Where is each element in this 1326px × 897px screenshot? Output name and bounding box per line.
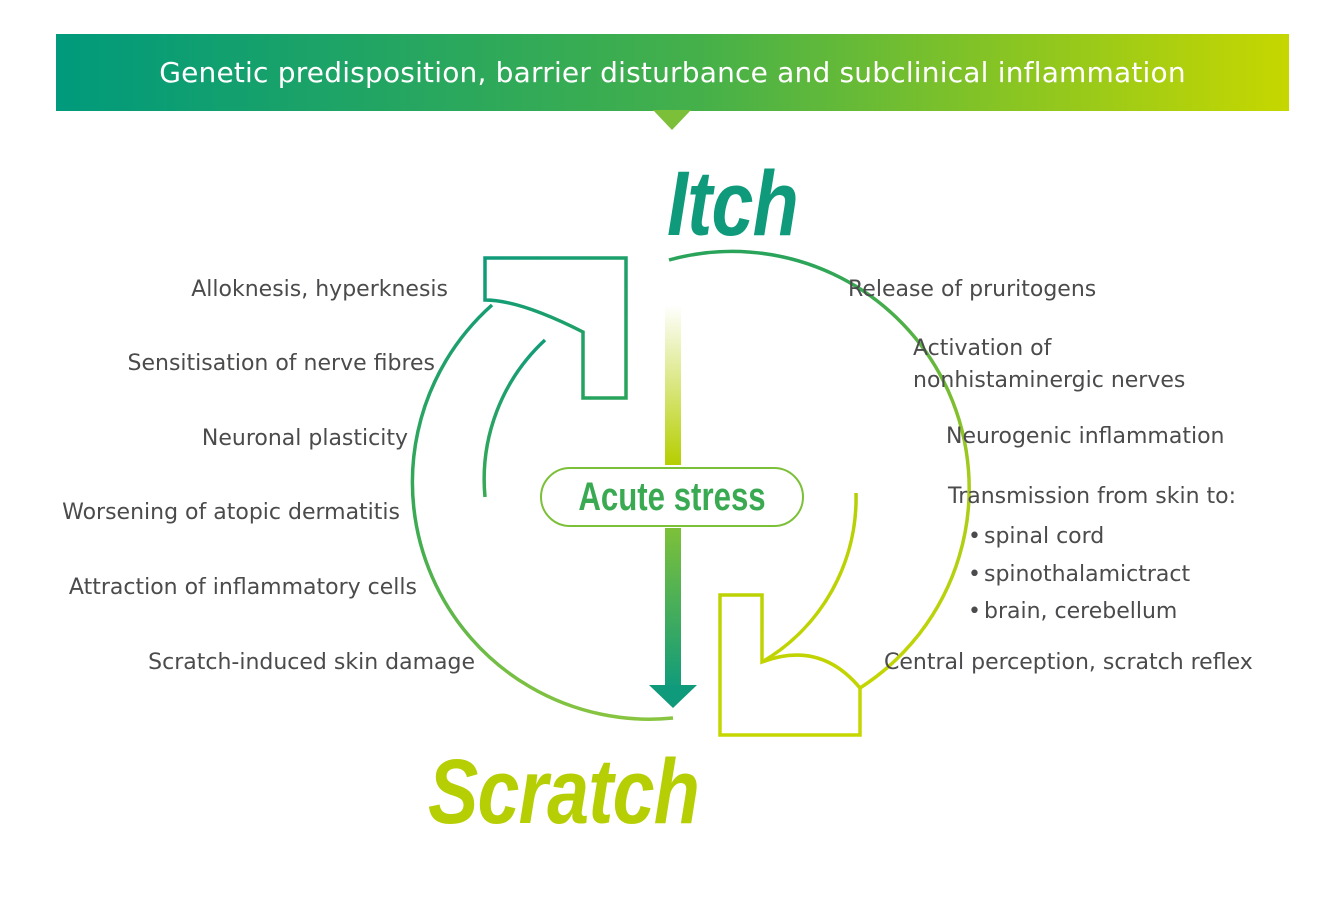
- right-label-pruritogens: Release of pruritogens: [848, 277, 1097, 302]
- acute-stress-label: Acute stress: [578, 474, 766, 519]
- right-label-neurogenic: Neurogenic inflammation: [946, 424, 1225, 449]
- list-item: brain, cerebellum: [968, 593, 1190, 631]
- scratch-label: Scratch: [428, 741, 700, 843]
- list-item: spinal cord: [968, 518, 1190, 556]
- banner-pointer-icon: [653, 110, 691, 130]
- right-label-activation-line2: nonhistaminergic nerves: [913, 368, 1186, 393]
- list-item: spinothalamictract: [968, 556, 1190, 594]
- transmission-target-list: spinal cord spinothalamictract brain, ce…: [968, 518, 1190, 631]
- stress-stem-bottom: [665, 528, 681, 688]
- left-label-alloknesis: Alloknesis, hyperknesis: [191, 277, 448, 302]
- left-label-sensitisation: Sensitisation of nerve fibres: [127, 351, 435, 376]
- outer-left-arc: [410, 303, 674, 721]
- up-right-arrow-icon: [483, 256, 628, 400]
- left-label-worsening-dermatitis: Worsening of atopic dermatitis: [62, 500, 400, 525]
- banner-title: Genetic predisposition, barrier disturba…: [159, 56, 1186, 89]
- acute-stress-pill: [540, 467, 804, 527]
- title-banner: [56, 34, 1289, 111]
- left-label-neuronal-plasticity: Neuronal plasticity: [201, 426, 408, 451]
- right-label-central-perception: Central perception, scratch reflex: [884, 650, 1253, 675]
- inner-right-arc: [761, 492, 858, 664]
- left-label-inflammatory-cells: Attraction of inflammatory cells: [68, 575, 417, 600]
- down-arrow-icon: [649, 685, 697, 708]
- right-label-activation-line1: Activation of: [913, 336, 1052, 361]
- stress-stem-top: [665, 305, 681, 465]
- down-left-arrow-icon: [718, 593, 862, 737]
- outer-right-arc: [668, 249, 971, 690]
- inner-left-arc: [482, 338, 547, 498]
- left-label-skin-damage: Scratch-induced skin damage: [148, 650, 475, 675]
- right-label-transmission: Transmission from skin to:: [948, 484, 1237, 509]
- itch-label: Itch: [667, 153, 799, 255]
